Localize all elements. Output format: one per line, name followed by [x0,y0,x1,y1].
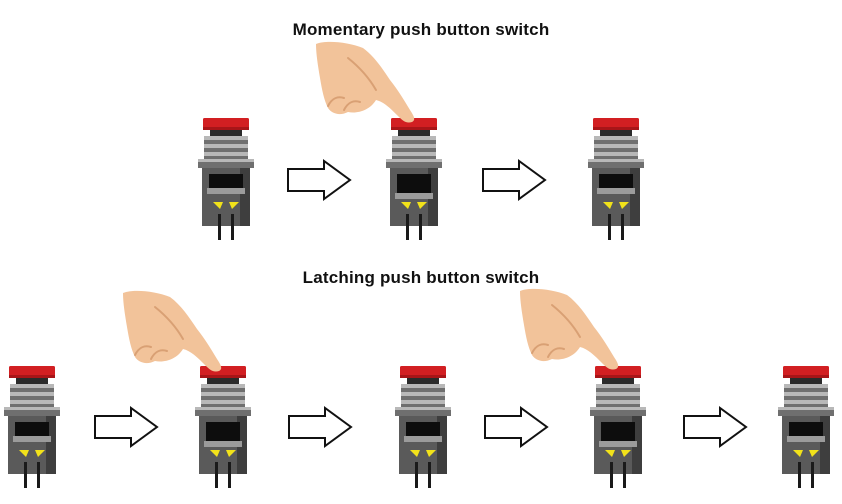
switch-plunger [207,188,245,194]
latching-arrow-1 [94,406,159,448]
switch-plunger [597,188,635,194]
switch-leg-left [24,462,27,488]
switch-collar [407,378,439,384]
switch-nut [4,407,60,416]
switch-contact-left [210,450,220,457]
switch-window [206,422,240,442]
switch-contact-right [229,202,239,209]
latching-switch-5 [778,366,834,488]
switch-leg-right [811,462,814,488]
switch-collar [790,378,822,384]
switch-plunger [599,441,637,447]
switch-collar [16,378,48,384]
switch-collar [600,130,632,136]
switch-contact-left [603,202,613,209]
switch-window [397,174,431,194]
switch-collar [602,378,634,384]
switch-contact-left [19,450,29,457]
switch-leg-left [218,214,221,240]
switch-plunger [204,441,242,447]
switch-contact-right [809,450,819,457]
switch-contact-left [410,450,420,457]
latching-finger-icon-2 [520,288,619,370]
switch-leg-right [419,214,422,240]
switch-plunger [787,436,825,442]
momentary-title: Momentary push button switch [292,20,550,39]
switch-leg-right [623,462,626,488]
latching-switch-3 [395,366,451,488]
switch-leg-right [428,462,431,488]
switch-thread [596,384,640,408]
switch-thread [201,384,245,408]
switch-leg-right [228,462,231,488]
switch-contact-right [417,202,427,209]
latching-finger-icon-1 [123,290,222,372]
switch-nut [198,159,254,168]
switch-plunger [395,193,433,199]
switch-leg-left [406,214,409,240]
switch-leg-left [610,462,613,488]
switch-leg-left [215,462,218,488]
momentary-switch-1 [198,118,254,240]
switch-thread [401,384,445,408]
switch-leg-left [608,214,611,240]
switch-leg-right [231,214,234,240]
switch-nut [588,159,644,168]
switch-thread [204,136,248,160]
switch-contact-right [226,450,236,457]
switch-leg-left [415,462,418,488]
momentary-finger-icon [316,41,415,123]
momentary-switch-2 [386,118,442,240]
latching-arrow-4 [683,406,748,448]
latching-arrow-2 [288,406,353,448]
switch-contact-left [605,450,615,457]
switch-leg-right [37,462,40,488]
switch-nut [590,407,646,416]
latching-switch-4 [590,366,646,488]
switch-contact-right [35,450,45,457]
switch-thread [594,136,638,160]
switch-leg-left [798,462,801,488]
switch-thread [784,384,828,408]
switch-plunger [13,436,51,442]
switch-contact-left [401,202,411,209]
switch-leg-right [621,214,624,240]
switch-contact-left [213,202,223,209]
momentary-switch-3 [588,118,644,240]
switch-contact-right [619,202,629,209]
switch-nut [386,159,442,168]
switch-nut [778,407,834,416]
switch-plunger [404,436,442,442]
latching-title: Latching push button switch [302,268,540,287]
switch-collar [210,130,242,136]
latching-switch-1 [4,366,60,488]
switch-nut [395,407,451,416]
switch-collar [207,378,239,384]
momentary-arrow-2 [482,159,547,201]
switch-thread [392,136,436,160]
switch-collar [398,130,430,136]
latching-switch-2 [195,366,251,488]
switch-thread [10,384,54,408]
latching-arrow-3 [484,406,549,448]
switch-contact-right [621,450,631,457]
switch-contact-left [793,450,803,457]
momentary-arrow-1 [287,159,352,201]
switch-contact-right [426,450,436,457]
switch-window [601,422,635,442]
switch-nut [195,407,251,416]
